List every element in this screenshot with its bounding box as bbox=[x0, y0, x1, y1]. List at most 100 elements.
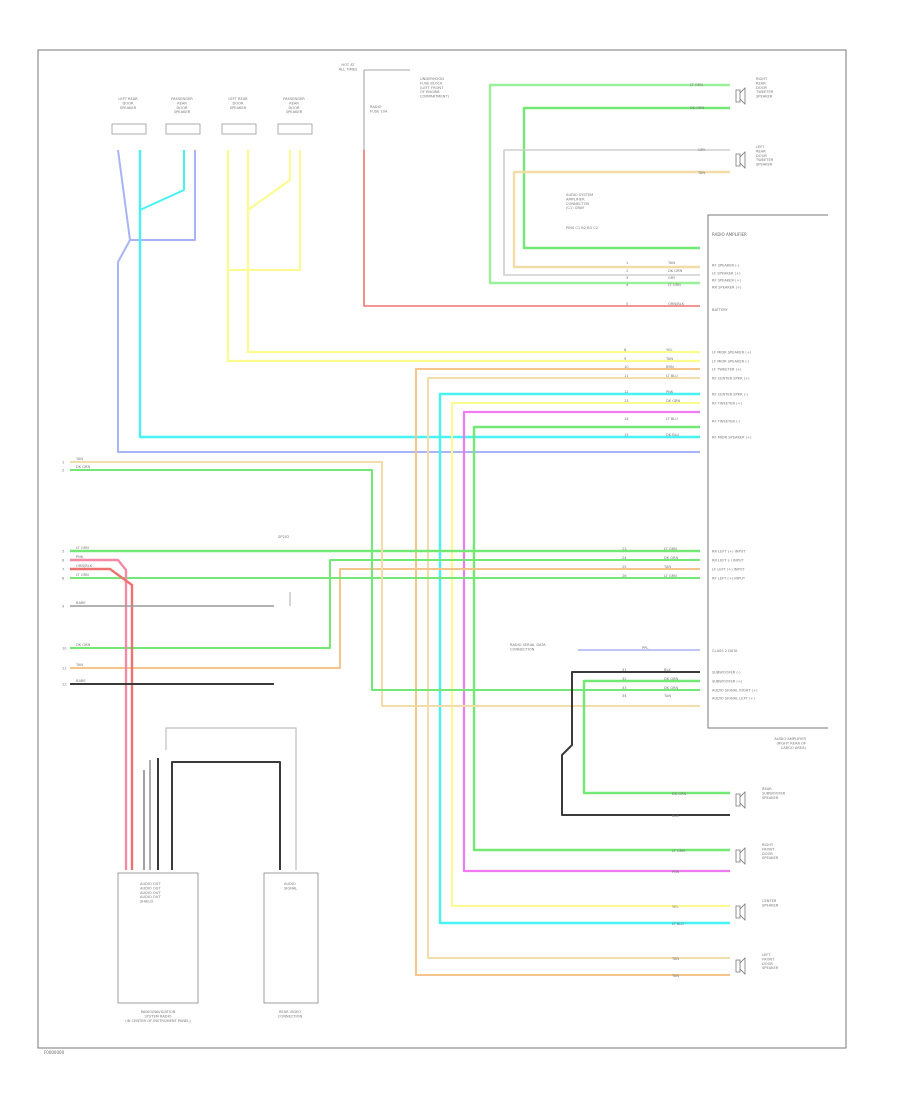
top-speaker-label: DOOR bbox=[233, 101, 244, 105]
bottom-speaker-icon bbox=[735, 847, 746, 865]
amp-mid-pin-name: LF MIDR SPEAKER (-) bbox=[712, 360, 750, 364]
wire-yellow-door-2 bbox=[226, 150, 700, 363]
amp-low-pin-name: RF LEFT (+) INPUT bbox=[712, 577, 746, 581]
bottom-speaker-label: SPEAKER bbox=[762, 903, 779, 907]
radio-label: (IN CENTER OF INSTRUMENT PANEL) bbox=[125, 1019, 191, 1023]
wire-rr-speaker-lightgreen bbox=[488, 83, 730, 285]
amp-mid-pin-name: RF CENTER SPKR (-) bbox=[712, 393, 748, 397]
left-input-pin: 8 bbox=[62, 577, 65, 581]
wire-label-tan-1: TAN bbox=[697, 171, 705, 175]
left-input-pin: 6 bbox=[62, 559, 65, 563]
amp-power-circuit: 5 bbox=[626, 302, 628, 306]
left-input-wire: BARE bbox=[76, 679, 86, 683]
fuse-note: (LEFT FRONT bbox=[420, 86, 444, 90]
left-input-pin: 12 bbox=[62, 683, 67, 687]
amplifier-connector-label: AUDIO SYSTEM bbox=[566, 193, 593, 197]
left-input-pin: 1 bbox=[62, 461, 64, 465]
amp-top-pin-wire: TAN bbox=[667, 261, 675, 265]
top-speaker-label: PASSENGER bbox=[171, 97, 193, 101]
amp-mid-pin-name: RF MIDR SPEAKER (+) bbox=[712, 436, 752, 440]
left-input-wire: BARE bbox=[76, 601, 86, 605]
radio-label: SYSTEM RADIO bbox=[145, 1014, 172, 1018]
amp-low-pin-circuit: 26 bbox=[622, 574, 627, 578]
radio-pins: AUDIO OUT bbox=[140, 891, 161, 895]
wire-pink-radio bbox=[70, 558, 128, 870]
amp-top-pin-wire: LT GRN bbox=[668, 283, 681, 287]
amp-bottom-pin-circuit: 31 bbox=[622, 668, 627, 672]
amp-power-name: BATTERY bbox=[712, 308, 729, 312]
wire-radio-dark-2 bbox=[171, 761, 281, 870]
amplifier-connector-label: (C1) GRAY bbox=[566, 206, 585, 210]
amp-bottom-pin-wire: DK GRN bbox=[664, 686, 679, 690]
amp-bottom-pin-name: SUBWOOFER (-) bbox=[712, 671, 741, 675]
amp-mid-pin-wire: LT BLU bbox=[666, 374, 678, 378]
amp-top-pin-wire: DK GRN bbox=[668, 269, 683, 273]
wire-yellow-center bbox=[451, 402, 730, 907]
amp-mid-pin-wire: LT BLU bbox=[666, 417, 678, 421]
bottom-speaker-label: SPEAKER bbox=[762, 796, 779, 800]
bottom-speaker-icon bbox=[735, 791, 746, 809]
amp-mid-pin-circuit: 15 bbox=[624, 433, 629, 437]
wire-yellow-door-4 bbox=[247, 150, 291, 211]
wire-tan-upper bbox=[70, 461, 700, 707]
bottom-speaker-label: REAR bbox=[762, 787, 772, 791]
amp-mid-pin-name: RF TWEETER (+) bbox=[712, 402, 743, 406]
wire-tan-lf bbox=[427, 377, 730, 959]
fuse-note: COMPARTMENT) bbox=[420, 95, 450, 99]
top-speaker-label: DOOR bbox=[289, 106, 300, 110]
left-input-pin: 9 bbox=[62, 605, 65, 609]
left-rear-tweeter-label: LEFT bbox=[756, 145, 765, 149]
amp-bottom-pin-wire: DK GRN bbox=[664, 677, 679, 681]
wire-orange-lf bbox=[415, 368, 730, 976]
right-rear-tweeter-icon bbox=[735, 87, 746, 105]
top-speaker-box bbox=[277, 123, 313, 135]
left-rear-tweeter-icon bbox=[735, 151, 746, 169]
diagram-frame bbox=[37, 49, 847, 1049]
left-input-wire: PNK bbox=[76, 555, 84, 559]
amp-mid-pin-wire: BRN bbox=[666, 365, 674, 369]
wire-cyan-door-2 bbox=[139, 150, 185, 211]
wire-blue-door-2 bbox=[130, 150, 196, 241]
top-speaker-label: DOOR bbox=[177, 106, 188, 110]
wire-subwoofer-green bbox=[582, 679, 730, 795]
top-speaker-label: SPEAKER bbox=[120, 106, 137, 110]
amp-enable-source: RADIO SERIAL DATA bbox=[510, 643, 546, 647]
top-speaker-box bbox=[165, 123, 201, 135]
top-speaker-label: PASSENGER bbox=[283, 97, 305, 101]
top-speaker-label: REAR bbox=[289, 101, 299, 105]
amp-bottom-pin-wire: TAN bbox=[663, 694, 671, 698]
amplifier-subtitle: CARGO AREA) bbox=[781, 746, 807, 750]
amp-mid-pin-wire: YEL bbox=[666, 348, 672, 352]
bottom-speaker-icon bbox=[735, 957, 746, 975]
amp-low-pin-name: RR LEFT (-) INPUT bbox=[712, 559, 745, 563]
left-input-wire: DK GRN bbox=[76, 465, 91, 469]
wire-cyan-door bbox=[138, 150, 700, 439]
amp-enable-source: CONNECTION bbox=[510, 647, 535, 651]
amp-low-pin-wire: LT GRN bbox=[664, 574, 677, 578]
splice-label: SP202 bbox=[278, 535, 289, 539]
amp-top-pin-name: RR SPEAKER (+) bbox=[712, 286, 742, 290]
amp-enable-name: CLASS 2 DATA bbox=[712, 649, 738, 653]
amp-low-pin-wire: TAN bbox=[663, 565, 671, 569]
bottom-speaker-label: DOOR bbox=[762, 852, 773, 856]
amp-top-pin-name: RF SPEAKER (+) bbox=[712, 279, 742, 283]
amp-mid-pin-wire: DK BLU bbox=[666, 433, 680, 437]
amp-bottom-pin-name: SUBWOOFER (+) bbox=[712, 680, 743, 684]
left-input-pin: 7 bbox=[62, 568, 64, 572]
amp-top-pin-name: RF SPEAKER (-) bbox=[712, 264, 740, 268]
left-input-pin: 11 bbox=[62, 667, 67, 671]
wire-layer bbox=[70, 69, 828, 976]
left-rear-tweeter-label: TWEETER bbox=[755, 158, 774, 162]
wire-label-lf-orn: TAN bbox=[671, 974, 679, 978]
amp-mid-pin-name: LF MIDR SPEAKER (+) bbox=[712, 351, 752, 355]
wire-yellow-door bbox=[246, 150, 700, 354]
amp-mid-pin-circuit: 14 bbox=[624, 417, 629, 421]
amp-mid-pin-circuit: 8 bbox=[624, 348, 627, 352]
amplifier-subtitle: AUDIO AMPLIFIER bbox=[774, 737, 806, 741]
top-speaker-label: SPEAKER bbox=[286, 110, 303, 114]
video-connector-box bbox=[263, 872, 319, 1004]
top-speaker-label: SPEAKER bbox=[230, 106, 247, 110]
video-connector-label: REAR VIDEO bbox=[279, 1010, 301, 1014]
